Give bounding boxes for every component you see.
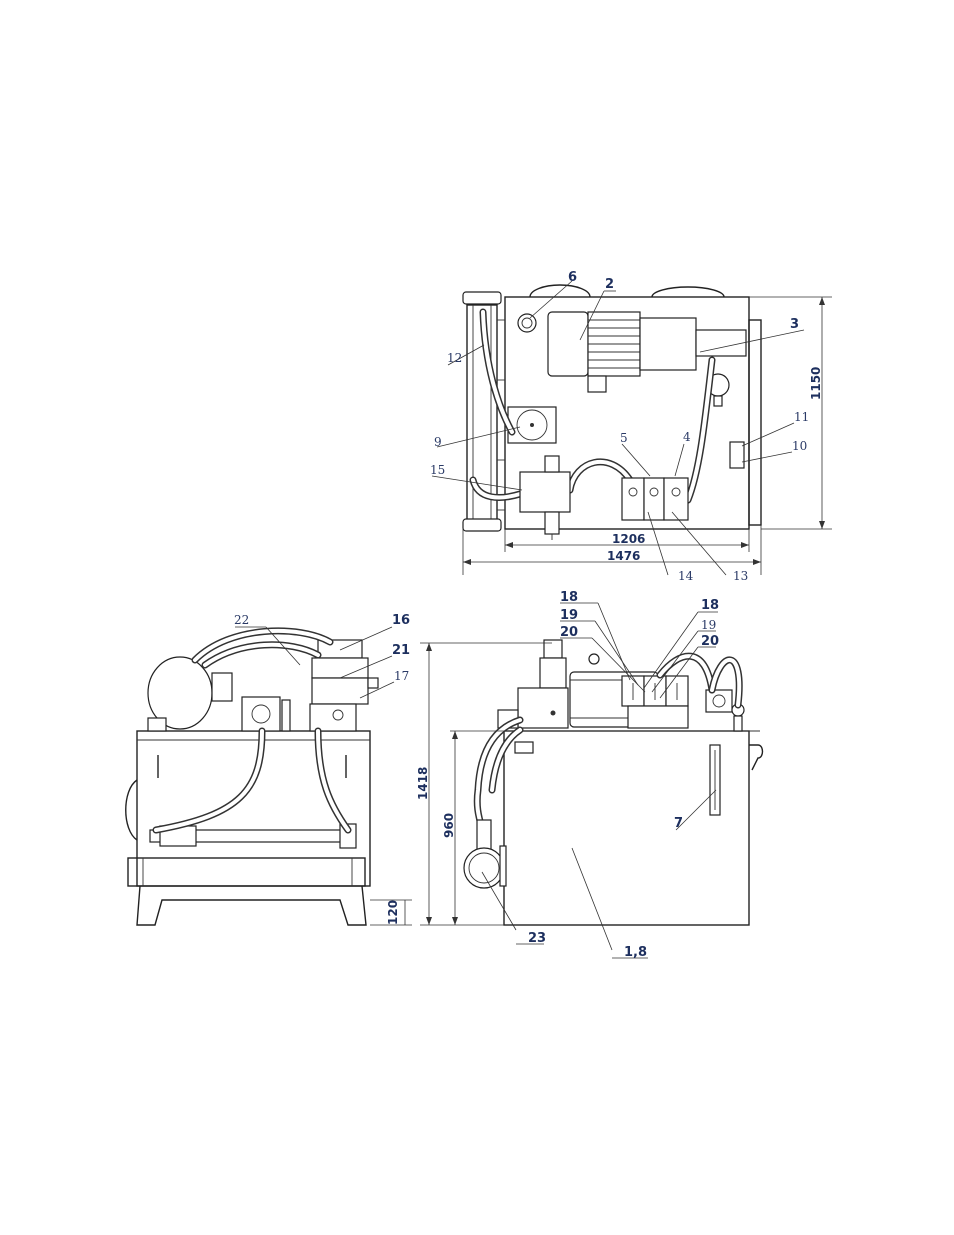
label-23: 23	[528, 931, 546, 946]
top-view: 6 2 3 12 9 5 4 11 10 15 14 13 1150	[430, 270, 832, 583]
side-base-frame	[128, 858, 365, 886]
motor-terminal-box	[588, 376, 606, 392]
filler-cap-right	[652, 287, 724, 297]
dim-1476: 1476	[607, 549, 640, 563]
label-19-left: 19	[560, 608, 578, 623]
label-4: 4	[683, 430, 691, 444]
dim-960: 960	[442, 813, 456, 838]
label-2: 2	[605, 277, 614, 292]
label-5: 5	[620, 431, 628, 445]
label-18-right: 18	[701, 598, 719, 613]
label-13: 13	[733, 569, 748, 583]
motor-body	[548, 312, 588, 376]
label-20-left: 20	[560, 625, 578, 640]
dim-1206: 1206	[612, 532, 645, 546]
side-valve-base	[310, 704, 356, 731]
label-12: 12	[447, 351, 462, 365]
label-10: 10	[792, 439, 807, 453]
front-view: 18 19 20 18 19 20 7 23 1,8 1418	[416, 590, 763, 960]
label-3: 3	[790, 317, 799, 332]
right-rail	[749, 320, 761, 525]
label-17: 17	[394, 669, 409, 683]
label-16: 16	[392, 613, 410, 628]
label-1-8: 1,8	[624, 945, 647, 960]
side-valve-low	[312, 678, 368, 704]
front-handle	[749, 745, 763, 770]
side-view: 22 16 21 17 120	[126, 613, 412, 925]
label-20-right: 20	[701, 634, 719, 649]
label-15: 15	[430, 463, 445, 477]
side-pump	[242, 697, 280, 731]
side-dome	[126, 780, 137, 840]
pressure-switch	[730, 442, 744, 468]
label-19-right: 19	[701, 618, 716, 632]
front-valve-body	[518, 688, 568, 728]
valve-stack-3	[664, 478, 688, 520]
dim-1150: 1150	[809, 367, 823, 400]
label-21: 21	[392, 643, 410, 658]
valve-stack-2	[644, 478, 664, 520]
breather-6	[518, 314, 536, 332]
front-nameplate	[515, 742, 533, 753]
pump-housing	[640, 318, 696, 370]
label-7: 7	[674, 816, 683, 831]
valve-block-15	[520, 472, 570, 512]
dim-120: 120	[386, 900, 400, 925]
valve-stack-1	[622, 478, 644, 520]
pump-coupling	[696, 330, 746, 356]
pressure-gauge-23	[464, 848, 504, 888]
dim-1418: 1418	[416, 767, 430, 800]
label-22: 22	[234, 613, 249, 627]
filler-cap-left	[530, 285, 590, 297]
label-18-left: 18	[560, 590, 578, 605]
side-valve-mid	[312, 658, 368, 678]
label-9: 9	[434, 435, 442, 449]
label-6: 6	[568, 270, 577, 285]
label-11: 11	[794, 410, 809, 424]
label-14: 14	[678, 569, 694, 583]
side-legs	[137, 886, 366, 925]
